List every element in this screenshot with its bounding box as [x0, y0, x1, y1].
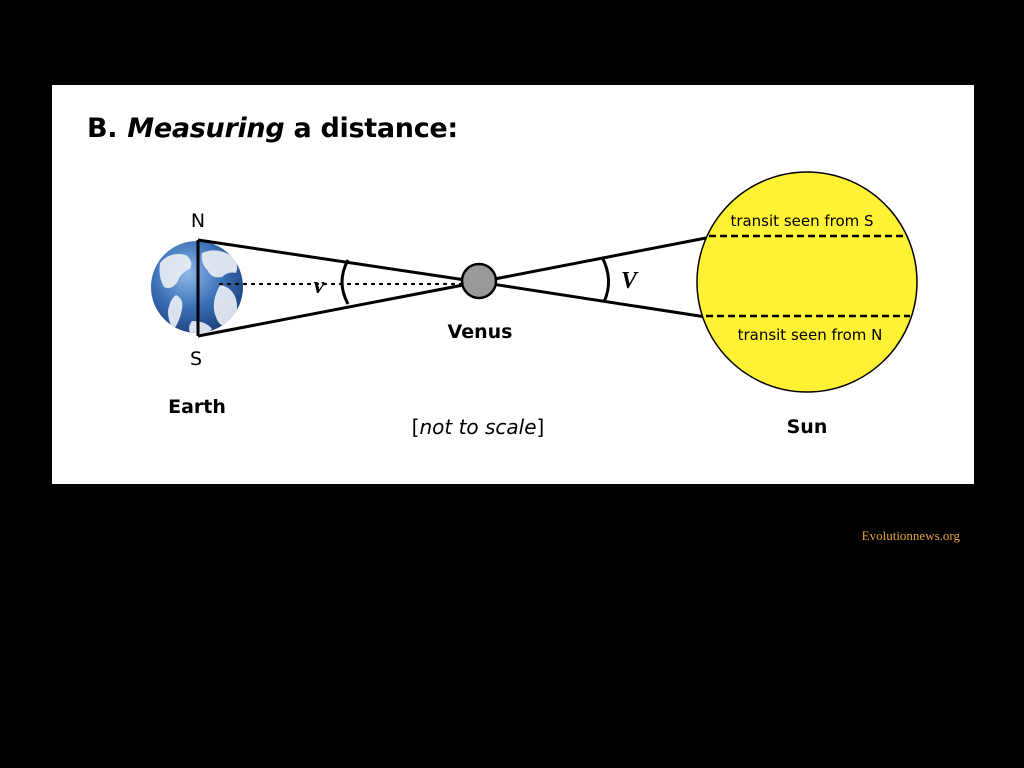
south-label: S	[190, 348, 202, 370]
diagram-heading: B. Measuring a distance:	[87, 113, 458, 144]
heading-prefix: B.	[87, 113, 118, 144]
sightline-south-to-venus	[197, 280, 480, 338]
sightline-venus-to-sun-upper	[478, 236, 707, 284]
heading-emphasis: Measuring	[127, 113, 285, 144]
north-label: N	[191, 210, 205, 232]
sun-disc	[696, 171, 918, 393]
venus-disc	[460, 262, 498, 300]
source-credit: Evolutionnews.org	[861, 528, 960, 543]
diagram-panel: N S Earth Venus Sun v V transit seen fro…	[52, 85, 974, 484]
angle-label-right: V	[621, 268, 639, 294]
angle-label-left: v	[314, 273, 325, 299]
transit-from-s-label: transit seen from S	[730, 212, 873, 230]
angle-arc-left	[340, 259, 350, 305]
heading-rest: a distance:	[293, 113, 458, 144]
angle-arc-right	[600, 256, 610, 303]
transit-from-n-label: transit seen from N	[738, 326, 883, 344]
parallax-diagram: N S Earth Venus Sun v V transit seen fro…	[151, 171, 918, 439]
sightline-venus-to-sun-lower	[478, 280, 707, 319]
scale-note: [not to scale]	[412, 415, 545, 439]
earth-label: Earth	[168, 396, 226, 418]
sun-label: Sun	[787, 416, 828, 438]
sightline-north-to-venus	[197, 238, 480, 284]
venus-label: Venus	[448, 321, 513, 343]
